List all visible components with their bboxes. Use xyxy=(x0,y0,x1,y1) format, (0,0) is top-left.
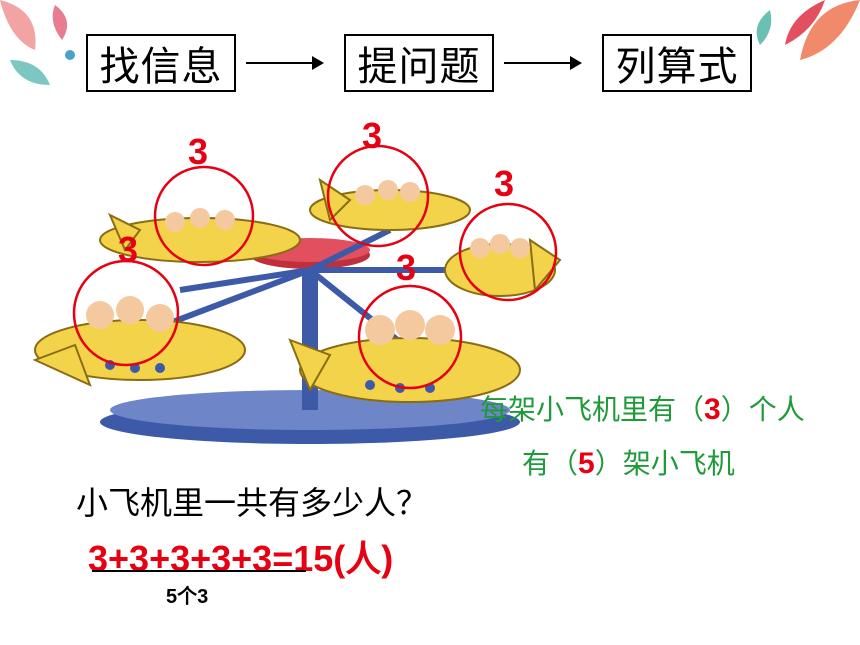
info-people-per-plane: 每架小飞机里有（3）个人 xyxy=(480,393,805,426)
info-plane-count: 有（5）架小飞机 xyxy=(522,447,735,480)
equation-underline xyxy=(92,570,306,572)
step-ask-question: 提问题 xyxy=(344,34,494,92)
arrow-icon xyxy=(504,56,582,70)
question-text: 小飞机里一共有多少人？ xyxy=(76,484,429,522)
under-label: 5个3 xyxy=(166,586,209,608)
passenger-circle xyxy=(326,144,430,248)
passenger-circle xyxy=(153,165,255,267)
passenger-circle xyxy=(357,284,463,390)
passenger-circle xyxy=(72,259,180,367)
arrow-icon xyxy=(246,56,324,70)
passenger-circle xyxy=(458,202,558,302)
step-write-equation: 列算式 xyxy=(602,34,752,92)
plane-count-label: 3 xyxy=(188,131,209,172)
plane-count-label: 3 xyxy=(118,229,139,270)
leaf-decoration-right-icon xyxy=(756,0,860,60)
equation-text: 3+3+3+3+3=15(人) xyxy=(88,538,394,579)
plane-count-label: 3 xyxy=(396,247,417,288)
plane-count-label: 3 xyxy=(494,163,515,204)
plane-count-label: 3 xyxy=(362,115,383,156)
leaf-decoration-left-icon xyxy=(0,0,75,85)
step-find-info: 找信息 xyxy=(86,34,236,92)
